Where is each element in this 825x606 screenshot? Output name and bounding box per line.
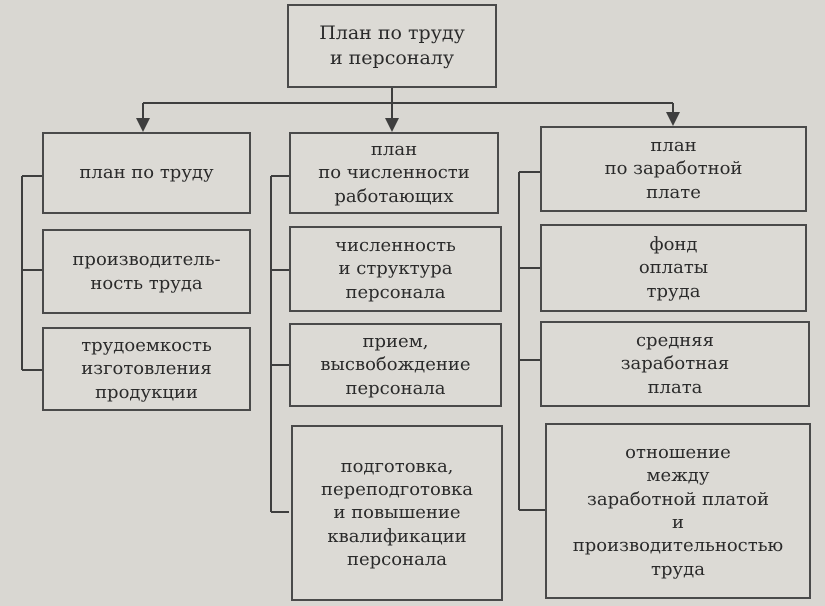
col3-item-average-wage: средняя заработная плата	[540, 321, 810, 407]
arrowhead-col2	[385, 118, 399, 132]
col3-item-wage-productivity-ratio: отношение между заработной платой и прои…	[545, 423, 811, 599]
col2-item-training: подготовка, переподготовка и повышение к…	[291, 425, 503, 601]
col2-item-headcount-structure: численность и структура персонала	[289, 226, 502, 312]
col3-item-wage-fund: фонд оплаты труда	[540, 224, 807, 312]
col2-header-headcount-plan: план по численности работающих	[289, 132, 499, 214]
col1-item-labor-intensity: трудоемкость изготовления продукции	[42, 327, 251, 411]
col1-header-labor-plan: план по труду	[42, 132, 251, 214]
col1-item-productivity: производитель- ность труда	[42, 229, 251, 314]
arrowhead-col1	[136, 118, 150, 132]
arrowhead-col3	[666, 112, 680, 126]
col2-item-hiring-release: прием, высвобождение персонала	[289, 323, 502, 407]
col3-header-wage-plan: план по заработной плате	[540, 126, 807, 212]
root-box-plan-labor-personnel: План по труду и персоналу	[287, 4, 497, 88]
